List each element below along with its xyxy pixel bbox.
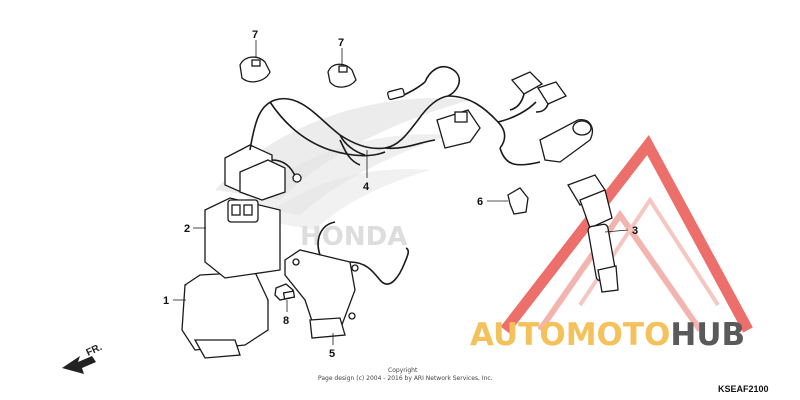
part-6-clip[interactable] xyxy=(507,187,529,215)
callout-6[interactable]: 6 xyxy=(477,196,483,208)
copyright-line-2: Page design (c) 2004 - 2016 by ARI Netwo… xyxy=(318,375,493,382)
callout-7b[interactable]: 7 xyxy=(338,37,344,49)
harness-connector-cluster[interactable] xyxy=(224,144,302,201)
callout-2[interactable]: 2 xyxy=(184,223,190,235)
part-4-wire-harness[interactable] xyxy=(249,66,593,166)
part-7a-clamp[interactable] xyxy=(239,56,271,83)
watermark-text-primary: AUTOMOTO xyxy=(470,317,670,353)
part-8-bolt[interactable] xyxy=(274,283,296,301)
part-7b-clamp[interactable] xyxy=(327,63,357,88)
part-2-regulator[interactable] xyxy=(204,197,281,279)
callout-4[interactable]: 4 xyxy=(363,181,370,193)
watermark-triangle xyxy=(500,134,753,334)
diagram-code: KSEAF2100 xyxy=(718,384,769,394)
callout-8[interactable]: 8 xyxy=(283,315,289,327)
svg-text:AUTOMOTOHUB: AUTOMOTOHUB xyxy=(470,317,745,353)
callout-1[interactable]: 1 xyxy=(163,295,169,307)
copyright-line-1: Copyright xyxy=(388,367,418,374)
callout-3[interactable]: 3 xyxy=(632,225,638,237)
callout-7a[interactable]: 7 xyxy=(252,29,258,41)
leader-lines xyxy=(173,40,629,345)
front-direction-indicator: FR. xyxy=(62,342,104,374)
part-1-control-unit[interactable] xyxy=(181,271,269,359)
direction-arrow-icon xyxy=(62,356,96,374)
part-5-bracket[interactable] xyxy=(284,221,410,339)
part-3-ignition-coil[interactable] xyxy=(567,174,619,293)
callout-numbers: 1 2 3 4 5 6 7 7 8 xyxy=(163,29,638,360)
watermark-logo: AUTOMOTOHUB xyxy=(470,317,745,353)
watermark-text-secondary: HUB xyxy=(670,317,745,353)
callout-5[interactable]: 5 xyxy=(329,348,335,360)
direction-label: FR. xyxy=(85,342,104,359)
honda-logo-text: HONDA xyxy=(300,222,407,252)
